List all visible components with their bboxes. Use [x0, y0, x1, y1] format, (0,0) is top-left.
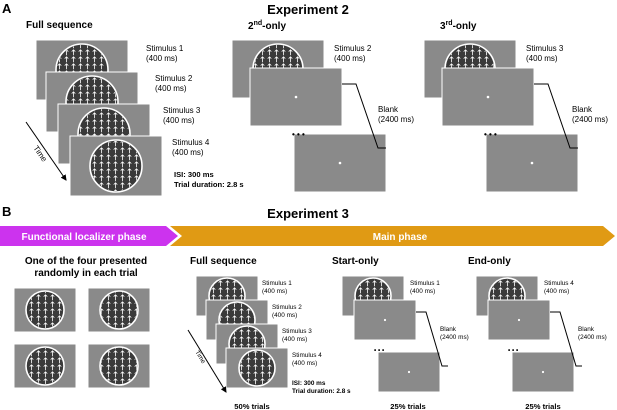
third-only-blank-screen-2	[485, 133, 579, 193]
end-only-stim-duration: (400 ms)	[544, 288, 569, 295]
panel-b-letter: B	[2, 204, 11, 219]
third-only-blank-bracket	[534, 83, 578, 149]
b-stim-3-duration: (400 ms)	[282, 336, 307, 343]
a-stim-4-label: Stimulus 4	[172, 138, 210, 147]
b-stim-4-duration: (400 ms)	[292, 360, 317, 367]
start-only-stim-label: Stimulus 1	[410, 280, 440, 287]
b-trial-duration-text: Trial duration: 2.8 s	[292, 388, 351, 395]
start-only-trials: 25% trials	[390, 402, 425, 410]
start-only-stim-duration: (400 ms)	[410, 288, 435, 295]
a-time-arrow	[25, 121, 67, 181]
end-only-ellipsis-icon: • • •	[508, 347, 519, 354]
third-only-ellipsis-icon: • • •	[484, 130, 497, 139]
start-only-blank-label: Blank	[440, 326, 457, 333]
start-only-ellipsis-icon: • • •	[374, 347, 385, 354]
end-only-blank-duration: (2400 ms)	[578, 334, 607, 341]
localizer-caption-line-1: One of the four presented	[25, 256, 147, 267]
a-stim-2-label: Stimulus 2	[155, 74, 193, 83]
start-only-blank-duration: (2400 ms)	[440, 334, 469, 341]
a-stim-2-duration: (400 ms)	[155, 84, 187, 93]
a-trial-duration-text: Trial duration: 2.8 s	[174, 180, 244, 189]
a-isi-text: ISI: 300 ms	[174, 170, 214, 179]
b-stim-4-label: Stimulus 4	[292, 352, 322, 359]
localizer-caption-line-2: randomly in each trial	[34, 268, 138, 279]
third-only-blank-label: Blank	[572, 105, 593, 114]
end-only-title: End-only	[468, 256, 511, 267]
a-stim-3-duration: (400 ms)	[163, 116, 195, 125]
localizer-stimulus-screen-3	[13, 343, 77, 389]
a-time-label: Time	[31, 144, 49, 164]
third-only-blank-screen-1	[441, 67, 535, 127]
start-only-blank-bracket	[416, 311, 448, 367]
start-only-blank-screen-2	[377, 351, 441, 393]
b-time-label: Time	[193, 349, 207, 365]
b-stimulus-screen-4	[225, 347, 289, 389]
localizer-stimulus-screen-2	[87, 287, 151, 333]
a-full-sequence-title: Full sequence	[26, 20, 93, 31]
experiment-3-title: Experiment 3	[267, 206, 349, 221]
localizer-stimulus-screen-4	[87, 343, 151, 389]
b-stim-3-label: Stimulus 3	[282, 328, 312, 335]
start-only-title: Start-only	[332, 256, 379, 267]
second-only-blank-duration: (2400 ms)	[378, 115, 414, 124]
second-only-ellipsis-icon: • • •	[292, 130, 305, 139]
third-only-stim-duration: (400 ms)	[526, 54, 558, 63]
main-phase-banner	[170, 226, 615, 246]
a-stimulus-screen-4	[69, 135, 163, 197]
second-only-blank-screen-2	[293, 133, 387, 193]
experiment-2-title: Experiment 2	[267, 2, 349, 17]
b-stim-1-duration: (400 ms)	[262, 288, 287, 295]
a-stim-1-label: Stimulus 1	[146, 44, 184, 53]
second-only-stim-duration: (400 ms)	[334, 54, 366, 63]
b-stim-2-label: Stimulus 2	[272, 304, 302, 311]
b-stim-2-duration: (400 ms)	[272, 312, 297, 319]
b-stim-1-label: Stimulus 1	[262, 280, 292, 287]
a-stim-1-duration: (400 ms)	[146, 54, 178, 63]
localizer-phase-banner	[0, 226, 178, 246]
b-full-sequence-title: Full sequence	[190, 256, 257, 267]
b-full-sequence-trials: 50% trials	[234, 402, 269, 410]
end-only-trials: 25% trials	[525, 402, 560, 410]
start-only-blank-screen-1	[353, 299, 417, 341]
main-phase-label: Main phase	[373, 232, 428, 243]
panel-a-letter: A	[2, 1, 12, 16]
a-stim-4-duration: (400 ms)	[172, 148, 204, 157]
second-only-blank-label: Blank	[378, 105, 399, 114]
second-only-title: 2nd-only	[248, 20, 286, 32]
end-only-blank-label: Blank	[578, 326, 595, 333]
second-only-stim-label: Stimulus 2	[334, 44, 372, 53]
end-only-blank-bracket	[550, 311, 582, 367]
end-only-blank-screen-2	[511, 351, 575, 393]
end-only-blank-screen-1	[487, 299, 551, 341]
third-only-blank-duration: (2400 ms)	[572, 115, 608, 124]
b-isi-text: ISI: 300 ms	[292, 380, 326, 387]
end-only-stim-label: Stimulus 4	[544, 280, 574, 287]
third-only-title: 3rd-only	[440, 20, 477, 32]
a-stim-3-label: Stimulus 3	[163, 106, 201, 115]
localizer-phase-label: Functional localizer phase	[21, 232, 146, 243]
localizer-stimulus-screen-1	[13, 287, 77, 333]
second-only-blank-bracket	[342, 83, 386, 149]
b-time-arrow	[187, 329, 227, 393]
third-only-stim-label: Stimulus 3	[526, 44, 564, 53]
second-only-blank-screen-1	[249, 67, 343, 127]
